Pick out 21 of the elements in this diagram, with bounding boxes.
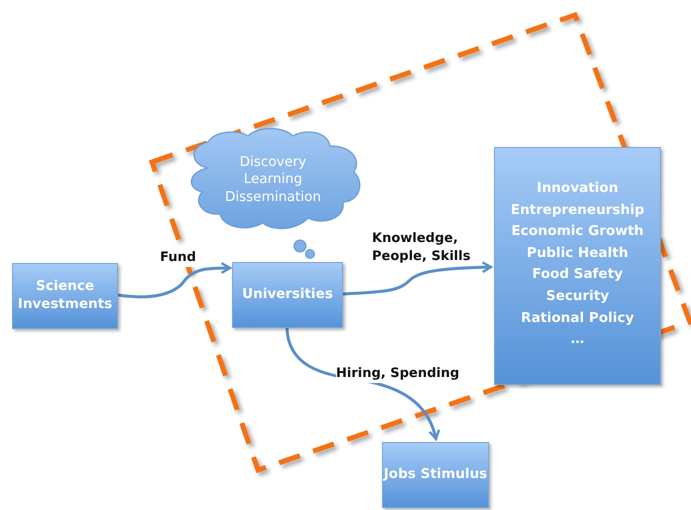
node-text: Discovery Learning Dissemination xyxy=(224,154,322,206)
outcome-text: Rational Policy xyxy=(520,308,634,328)
process-box xyxy=(382,442,489,508)
outcome-text: Security xyxy=(546,286,610,306)
process-box xyxy=(232,262,343,328)
edge-label: Hiring, Spending xyxy=(336,365,460,383)
node-text: Jobs Stimulus xyxy=(384,466,488,484)
edge-label: Fund xyxy=(160,249,196,267)
edge-label: Knowledge, People, Skills xyxy=(372,230,472,266)
outcome-text: Economic Growth xyxy=(511,222,644,242)
outcome-text: Entrepreneurship xyxy=(510,200,644,220)
outcome-text: Innovation xyxy=(536,179,618,198)
node-text: Science Investments xyxy=(16,278,114,314)
arrow xyxy=(342,261,492,296)
arrow xyxy=(118,262,232,298)
outcome-text: Food Safety xyxy=(532,265,623,284)
outcome-text: … xyxy=(570,330,584,350)
outcomes-box xyxy=(494,147,661,385)
node-text: Universities xyxy=(242,286,333,304)
outcome-text: Public Health xyxy=(526,244,628,263)
process-box xyxy=(12,263,118,329)
